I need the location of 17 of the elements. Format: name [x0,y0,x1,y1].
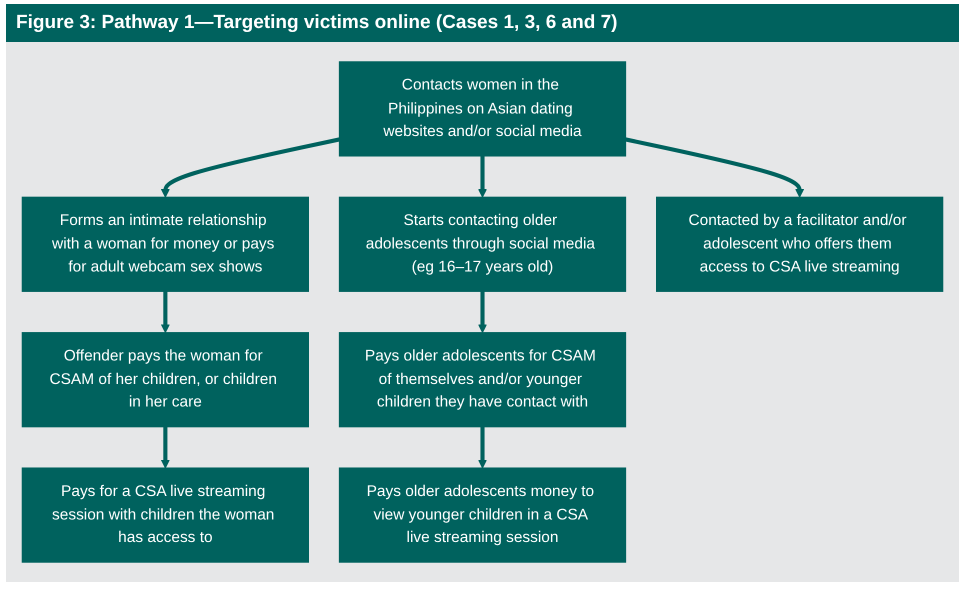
node-box [22,196,309,292]
figure-title: Figure 3: Pathway 1—Targeting victims online (Cases 1, 3, 6 and 7) [6,4,959,42]
node-box [338,61,626,157]
node-box [338,196,626,292]
arrow [478,291,488,333]
node-box [338,332,626,428]
node-box [656,196,944,292]
arrow [160,137,340,198]
arrow [625,137,804,198]
node-box [22,467,309,563]
node-box [22,332,309,428]
arrow [160,291,170,333]
arrow [160,426,170,468]
panel-background: Contacts women in the Philippines on Asian dating websites and/or social media Forms an intimate relationship with a woman for money or pays for adult webcam sex shows Starts contacting older adolescents through social media (eg 16–17 years old) Contacted by a facilitator and/or adolescent who offers them access to CSA live streaming Offender pays the woman for CSAM of her children, or children in her care Pays older adolescents for CSAM of themselves and/or younger children they have contact with Pays for a CSA live streaming session with children the woman has access to Pays older adolescents money to view younger children in a CSA live streaming session [6,42,959,582]
node-box [338,467,626,563]
arrow [478,156,488,198]
arrow [478,426,488,468]
